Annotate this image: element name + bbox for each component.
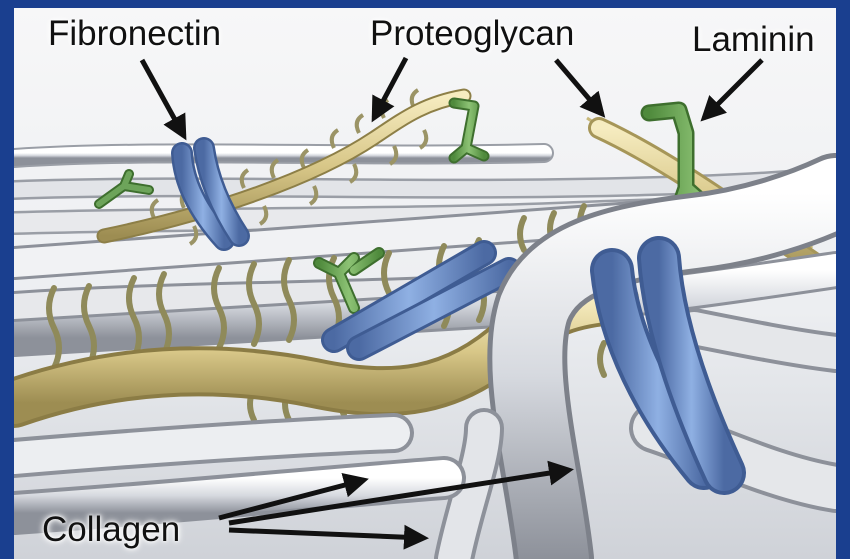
label-fibronectin: Fibronectin bbox=[48, 16, 221, 51]
label-collagen: Collagen bbox=[42, 512, 180, 547]
label-proteoglycan: Proteoglycan bbox=[370, 16, 574, 51]
label-laminin: Laminin bbox=[692, 22, 815, 57]
ecm-illustration bbox=[14, 8, 836, 559]
